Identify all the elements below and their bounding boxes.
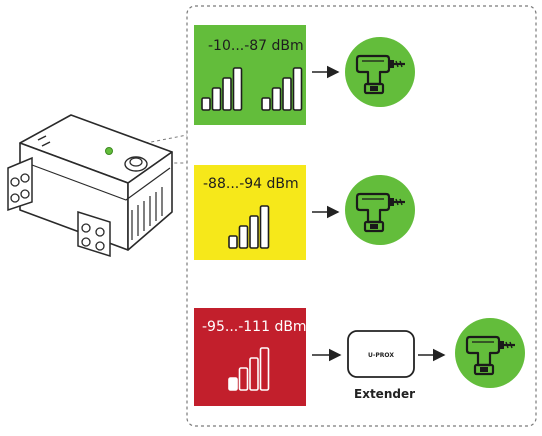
signal-bar [238, 367, 249, 391]
signal-bar [249, 215, 259, 249]
signal-bar [238, 225, 249, 249]
signal-bar [261, 97, 271, 111]
drill-icon [455, 318, 525, 388]
signal-bar [259, 205, 270, 249]
signal-bar [249, 357, 259, 391]
signal-bar [222, 77, 232, 111]
dashed-frame [186, 5, 537, 427]
signal-bar [282, 77, 292, 111]
signal-bars-icon [228, 347, 270, 391]
signal-bar [201, 97, 211, 111]
extender-logo: U-PROX [368, 352, 394, 359]
relay-device-icon [7, 114, 173, 258]
signal-bar [228, 377, 238, 391]
drill-icon [345, 37, 415, 107]
signal-bar [271, 87, 282, 111]
medium-range-label: -88...-94 dBm [203, 176, 299, 192]
weak-range-label: -95...-111 dBm [202, 319, 307, 335]
strong-range-label: -10...-87 dBm [208, 38, 304, 54]
extender-label: Extender [354, 387, 416, 401]
signal-bar [292, 67, 303, 111]
signal-bar [228, 235, 238, 249]
signal-bar [232, 67, 243, 111]
signal-bars-icon [201, 67, 243, 111]
signal-bar [211, 87, 222, 111]
signal-bars-icon [228, 205, 270, 249]
signal-bar [259, 347, 270, 391]
extender-icon: U-PROX [347, 330, 415, 378]
drill-icon [345, 175, 415, 245]
signal-bars-icon [261, 67, 303, 111]
